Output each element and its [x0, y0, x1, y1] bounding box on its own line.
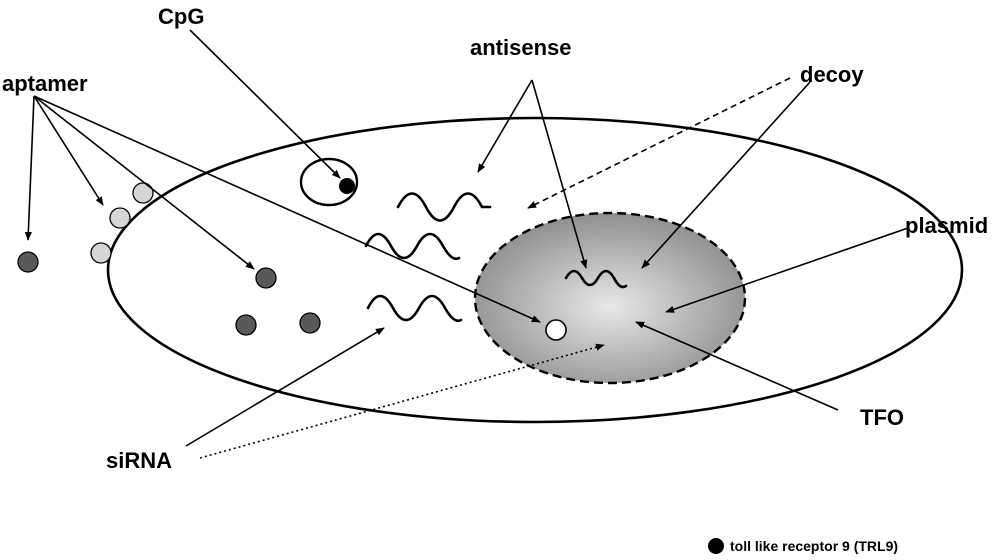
sirna-wave-1: [364, 232, 461, 261]
endosome: [299, 157, 359, 207]
label-sirna: siRNA: [106, 448, 172, 473]
arrow-decoy-2: [641, 81, 811, 269]
arrow-tfo: [635, 321, 839, 411]
label-tfo: TFO: [860, 405, 904, 430]
arrow-aptamer-2: [33, 95, 104, 206]
aptamer-particle-dark: [17, 251, 39, 273]
tlr9-marker: [339, 178, 355, 194]
antisense-wave: [396, 192, 492, 222]
aptamer-particle-dark: [299, 312, 321, 334]
arrow-cpg: [189, 29, 341, 179]
aptamer-particle-light: [90, 242, 112, 264]
aptamer-particle-nuclear: [545, 319, 567, 341]
arrow-antisense-1: [477, 79, 533, 173]
arrow-antisense-2: [531, 79, 588, 269]
arrows: [24, 29, 909, 459]
sirna-wave-2: [366, 294, 463, 323]
label-antisense: antisense: [470, 35, 572, 60]
aptamer-particle-light: [109, 207, 131, 229]
arrow-sirna-1: [185, 327, 385, 447]
aptamer-particle-dark: [235, 314, 257, 336]
label-cpg: CpG: [158, 4, 204, 29]
arrow-plasmid: [665, 227, 909, 313]
label-aptamer: aptamer: [2, 71, 88, 96]
label-plasmid: plasmid: [905, 213, 988, 238]
arrow-decoy-1: [527, 77, 791, 209]
legend-text: toll like receptor 9 (TRL9): [730, 538, 898, 554]
legend-marker: [708, 538, 724, 554]
label-decoy: decoy: [800, 62, 864, 87]
arrow-aptamer-3: [33, 95, 255, 270]
nuclear-wave: [564, 269, 628, 289]
aptamer-particle-dark: [255, 267, 277, 289]
legend: toll like receptor 9 (TRL9): [708, 538, 898, 554]
arrow-aptamer-4: [33, 95, 541, 323]
aptamer-particle-light: [132, 182, 154, 204]
arrow-aptamer-1: [24, 95, 35, 241]
aptamer-particles: [17, 182, 567, 341]
